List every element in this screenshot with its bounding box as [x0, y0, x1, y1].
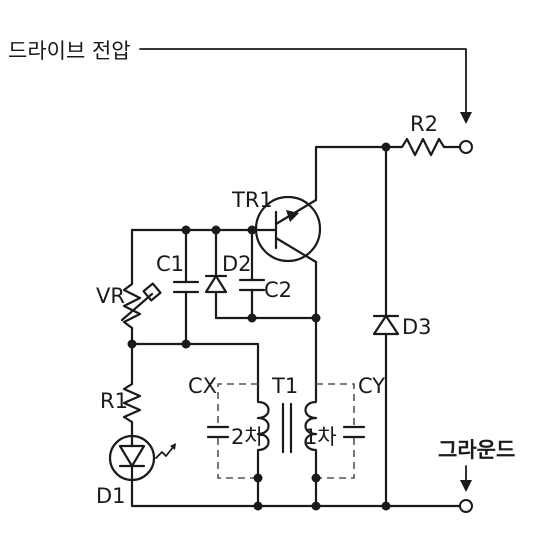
cx-label: CX: [188, 374, 217, 398]
junction-dot: [253, 473, 263, 483]
diode-d2: [204, 228, 228, 320]
d1-label: D1: [96, 484, 126, 508]
ground-rail: [130, 478, 462, 508]
drive-voltage-terminal: [459, 140, 473, 154]
ground-terminal: [459, 499, 473, 513]
drive-voltage-lead: [139, 48, 472, 124]
secondary-top-wire: [130, 342, 260, 380]
cy-label: CY: [358, 374, 385, 398]
capacitor-cy: [316, 383, 366, 479]
t1-label: T1: [271, 374, 298, 398]
c2-label: C2: [264, 278, 292, 302]
junction-dot: [311, 501, 321, 511]
junction-dot: [381, 501, 391, 511]
junction-dot: [311, 473, 321, 483]
d2-label: D2: [222, 252, 252, 276]
ground-arrow: [460, 465, 472, 492]
capacitor-c1: [172, 228, 200, 346]
tr1-label: TR1: [231, 188, 273, 212]
resistor-r1: [122, 342, 142, 436]
variable-resistor-vr: [120, 228, 162, 346]
secondary-winding-label: 2차: [231, 425, 264, 449]
junction-dot: [381, 142, 391, 152]
transformer-t1: [256, 376, 318, 464]
junction-dot: [247, 313, 257, 323]
r2-label: R2: [410, 112, 438, 136]
resistor-r2: [388, 137, 462, 157]
drive-voltage-label: 드라이브 전압: [8, 39, 131, 63]
ground-label: 그라운드: [438, 438, 515, 462]
c1-label: C1: [156, 252, 184, 276]
d3-label: D3: [402, 315, 432, 339]
vr-label: VR: [96, 284, 125, 308]
led-d1: [108, 432, 176, 482]
junction-dot: [253, 501, 263, 511]
diode-d3: [372, 145, 400, 508]
junction-dot: [181, 339, 191, 349]
primary-winding-label: 1차: [304, 425, 337, 449]
capacitor-cx: [206, 383, 258, 479]
r1-label: R1: [100, 389, 128, 413]
capacitor-c2: [238, 228, 266, 320]
